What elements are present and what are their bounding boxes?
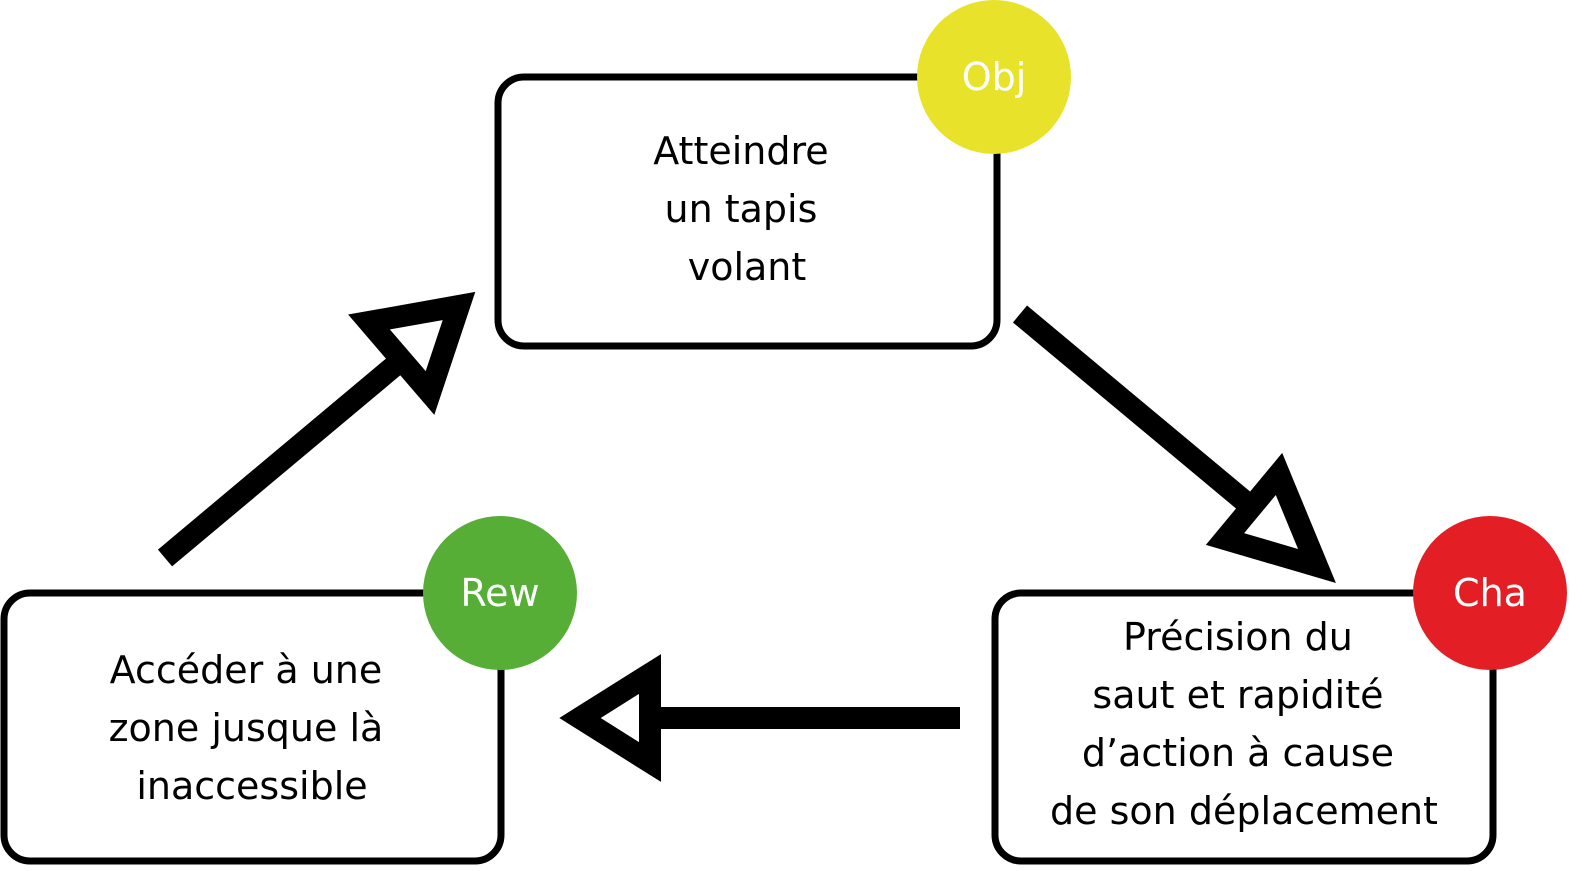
objective-badge: [917, 0, 1071, 154]
arrow-reward-to-objective-shaft: [157, 348, 413, 567]
objective-line-2: un tapis: [664, 187, 817, 231]
reward-box: [0, 589, 505, 865]
challenge-node: Précision du saut et rapidité d’action à…: [991, 516, 1567, 865]
objective-text: Atteindre un tapis volant: [653, 129, 841, 289]
arrow-reward-to-objective: [157, 291, 476, 567]
objective-line-1: Atteindre: [653, 129, 828, 173]
objective-line-3: volant: [688, 245, 807, 289]
arrow-reward-to-objective-head: [348, 291, 476, 415]
objective-badge-label: Obj: [962, 55, 1027, 99]
challenge-box: [991, 589, 1497, 865]
arrow-objective-to-challenge-head: [1205, 452, 1336, 584]
challenge-line-4: de son déplacement: [1050, 789, 1438, 833]
objective-node: Atteindre un tapis volant Obj: [494, 0, 1071, 350]
reward-line-2: zone jusque là: [109, 706, 384, 750]
challenge-text: Précision du saut et rapidité d’action à…: [1050, 615, 1438, 833]
arrow-objective-to-challenge-shaft: [1012, 305, 1263, 519]
challenge-line-2: saut et rapidité: [1092, 673, 1383, 717]
objective-box: [494, 73, 1001, 350]
reward-node: Accéder à une zone jusque là inaccessibl…: [0, 516, 577, 865]
reward-text: Accéder à une zone jusque là inaccessibl…: [109, 648, 396, 808]
arrow-challenge-to-reward: [559, 654, 960, 782]
challenge-badge-label: Cha: [1453, 571, 1527, 615]
reward-line-1: Accéder à une: [110, 648, 383, 692]
arrow-objective-to-challenge: [1012, 305, 1336, 584]
challenge-line-3: d’action à cause: [1082, 731, 1394, 775]
reward-badge-label: Rew: [460, 571, 539, 615]
challenge-line-1: Précision du: [1123, 615, 1353, 659]
arrow-challenge-to-reward-head: [559, 654, 661, 782]
challenge-badge: [1413, 516, 1567, 670]
reward-line-3: inaccessible: [136, 764, 367, 808]
reward-badge: [423, 516, 577, 670]
